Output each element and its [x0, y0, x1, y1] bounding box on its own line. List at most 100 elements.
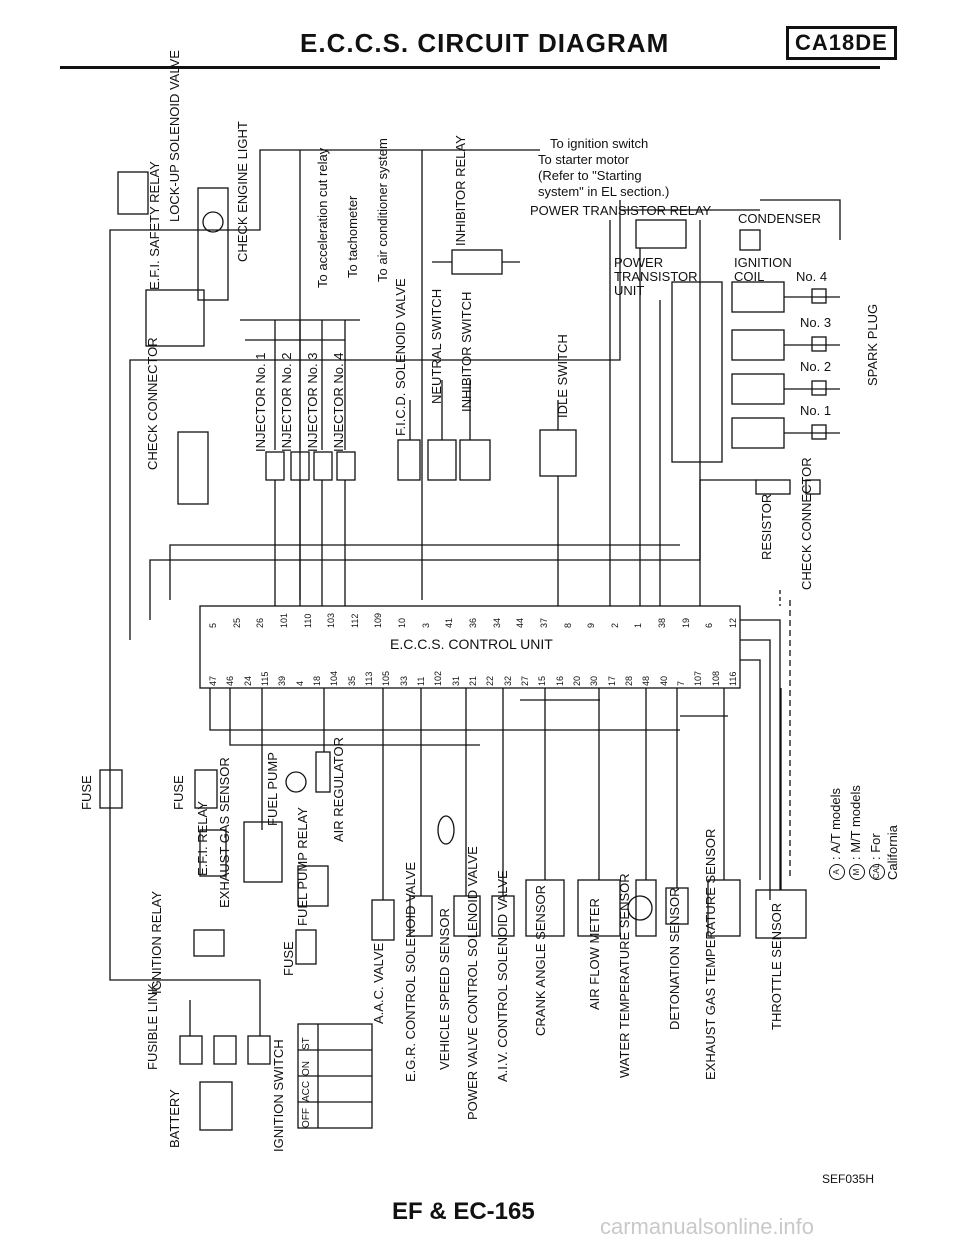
label-coil-no3: No. 3	[800, 315, 832, 330]
ecu-pin: 18	[312, 675, 322, 686]
legend-cal-symbol: CAL	[868, 863, 885, 880]
legend-cal: CAL: For California	[868, 788, 900, 880]
ignition-switch-on: ON	[301, 1061, 312, 1076]
label-ficd-valve: F.I.C.D. SOLENOID VALVE	[393, 278, 408, 436]
ignition-switch-st: ST	[301, 1037, 312, 1050]
label-detonation: DETONATION SENSOR	[667, 887, 682, 1030]
ecu-pin: 105	[381, 670, 392, 686]
label-air-regulator: AIR REGULATOR	[331, 737, 346, 842]
label-efi-safety-relay: E.F.I. SAFETY RELAY	[147, 161, 162, 290]
ecu-pin: 32	[502, 675, 513, 686]
label-ignition-coil-1: IGNITION	[734, 255, 792, 270]
ecu-pin: 20	[572, 675, 582, 686]
label-power-transistor-unit-3: UNIT	[614, 283, 645, 298]
ecu-pin: 7	[676, 680, 686, 686]
label-efi-relay: E.F.I. RELAY	[195, 801, 210, 876]
label-fusible-link: FUSIBLE LINK	[145, 983, 160, 1070]
legend-mt-symbol: M	[848, 864, 865, 880]
ecu-pin: 103	[326, 612, 337, 628]
ecu-pin: 1	[633, 622, 644, 628]
label-power-transistor-unit-2: TRANSISTOR	[614, 269, 698, 284]
ecu-box	[199, 605, 741, 689]
label-vehicle-speed: VEHICLE SPEED SENSOR	[437, 908, 452, 1070]
ecu-pin: 112	[349, 613, 360, 628]
ecu-pin: 115	[260, 671, 270, 686]
ecu-pin: 107	[693, 670, 704, 686]
label-aiv-control: A.I.V. CONTROL SOLENOID VALVE	[495, 870, 510, 1082]
ignition-switch-off: OFF	[301, 1108, 312, 1128]
label-check-connector-left: CHECK CONNECTOR	[145, 337, 160, 470]
label-coil-no1: No. 1	[800, 403, 832, 418]
ecu-pin: 101	[278, 612, 289, 628]
ecu-pin: 9	[586, 622, 597, 628]
label-aac-valve: A.A.C. VALVE	[371, 942, 386, 1024]
label-throttle-sensor: THROTTLE SENSOR	[769, 902, 784, 1030]
label-exhaust-gas-sensor: EXHAUST GAS SENSOR	[217, 757, 232, 908]
label-power-valve: POWER VALVE CONTROL SOLENOID VALVE	[465, 846, 480, 1120]
label-air-conditioner: To air conditioner system	[375, 138, 390, 282]
ecu-pin: 38	[657, 617, 668, 628]
note-starter-1: To starter motor	[538, 152, 630, 167]
ecu-pin: 47	[208, 675, 218, 686]
label-accel-cut: To acceleration cut relay	[315, 147, 330, 288]
ecu-pin: 6	[704, 622, 715, 628]
ecu-pin: 104	[329, 670, 340, 686]
label-fuel-pump: FUEL PUMP	[265, 752, 280, 826]
ecu-pin: 40	[658, 675, 669, 686]
ecu-pin: 108	[710, 670, 721, 686]
ecu-pin: 28	[624, 675, 634, 686]
watermark: carmanualsonline.info	[600, 1214, 815, 1239]
header-rule	[60, 66, 880, 69]
ecu-pin: 12	[728, 617, 738, 628]
ecu-pin: 37	[538, 617, 549, 628]
label-coil-no2: No. 2	[800, 359, 832, 374]
ecu-pin: 8	[562, 622, 573, 628]
label-coil-no4: No. 4	[796, 269, 828, 284]
model-badge: CA18DE	[786, 26, 897, 60]
label-check-connector-right: CHECK CONNECTOR	[799, 457, 814, 590]
ecu-pin: 116	[728, 671, 738, 686]
label-check-engine-light: CHECK ENGINE LIGHT	[235, 121, 250, 262]
label-idle-switch: IDLE SWITCH	[555, 334, 570, 418]
ecu-pin: 4	[294, 680, 305, 686]
ecu-pin: 22	[485, 675, 496, 686]
ecu-pin: 41	[444, 617, 455, 628]
note-starter-2: (Refer to "Starting	[538, 168, 642, 183]
legend-mt: M: M/T models	[848, 785, 865, 880]
label-condenser: CONDENSER	[738, 211, 822, 226]
label-lockup-solenoid: LOCK-UP SOLENOID VALVE	[167, 50, 182, 222]
note-starter-3: system" in EL section.)	[538, 184, 670, 199]
label-inhibitor-relay: INHIBITOR RELAY	[453, 135, 468, 246]
label-injector-1: INJECTOR No. 1	[253, 352, 268, 452]
ecu-pin: 11	[416, 676, 426, 686]
ecu-pin: 21	[468, 675, 478, 686]
label-tachometer: To tachometer	[345, 195, 360, 278]
page-title: E.C.C.S. CIRCUIT DIAGRAM	[300, 28, 670, 58]
ignition-switch-acc: ACC	[301, 1080, 312, 1102]
ecu-pin: 10	[397, 617, 408, 628]
label-water-temp: WATER TEMPERATURE SENSOR	[617, 873, 632, 1078]
ecu-pin: 17	[606, 675, 617, 686]
ecu-pin: 110	[302, 613, 313, 628]
label-air-flow: AIR FLOW METER	[587, 898, 602, 1010]
ecu-pin: 19	[680, 617, 691, 628]
ecu-pin: 5	[208, 622, 218, 628]
ecu-pin: 26	[255, 617, 266, 628]
ecu-pin: 25	[231, 617, 242, 628]
legend-at-text: : A/T models	[828, 787, 843, 860]
label-ignition-switch: IGNITION SWITCH	[271, 1039, 286, 1152]
label-spark-plug: SPARK PLUG	[865, 303, 880, 386]
ecu-pin: 35	[346, 675, 357, 686]
label-fuse-mid: FUSE	[171, 775, 186, 810]
label-power-transistor-relay: POWER TRANSISTOR RELAY	[530, 203, 712, 218]
ecu-pin: 34	[491, 617, 502, 628]
legend-at-symbol: A	[828, 864, 845, 880]
ecu-pin: 2	[609, 622, 620, 628]
ecu-pin: 31	[450, 675, 461, 686]
label-ignition-coil-2: COIL	[734, 269, 765, 284]
ecu-pin: 113	[364, 671, 374, 686]
label-exhaust-temp: EXHAUST GAS TEMPERATURE SENSOR	[703, 828, 718, 1080]
ecu-pin: 3	[420, 622, 431, 628]
ecu-pin: 15	[537, 675, 548, 686]
